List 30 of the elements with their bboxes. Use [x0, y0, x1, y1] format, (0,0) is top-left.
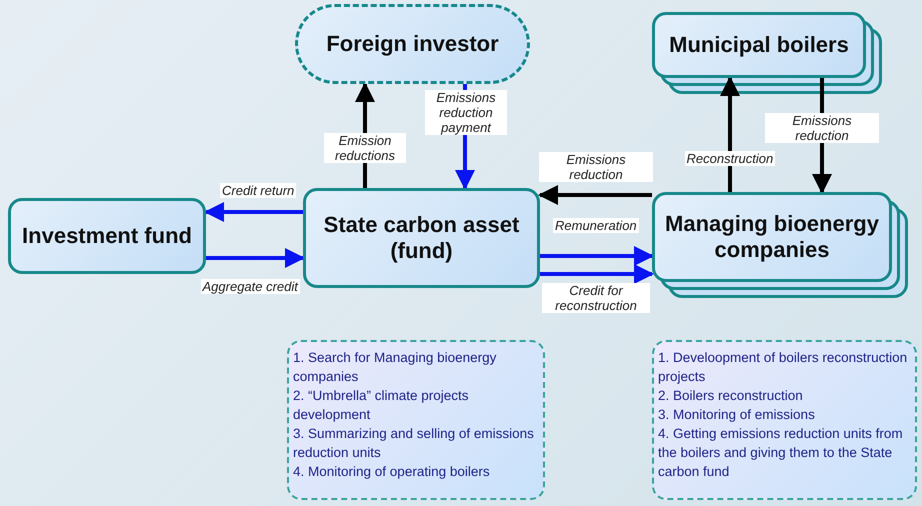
fund-node: Investment fund [8, 198, 206, 274]
edge-label: Emission reductions [324, 133, 406, 163]
note-text: 1. Search for Managing bioenergy companies [293, 349, 498, 386]
edge-label: Emissions reduction [539, 152, 653, 182]
edge-label: Emissions reduction [765, 113, 879, 143]
arrow [540, 246, 654, 266]
note-text: 2. “Umbrella” climate projects development [293, 387, 470, 424]
edge-label: Aggregate credit [200, 278, 300, 294]
companies-node: Managing bioenergy companies [652, 192, 892, 282]
arrow [540, 264, 654, 284]
note-text: 2. Boilers reconstruction [658, 387, 803, 405]
notes-panel [652, 340, 917, 500]
asset-node: State carbon asset (fund) [303, 188, 540, 288]
notes-panel [287, 340, 545, 500]
edge-label: Reconstruction [684, 150, 776, 166]
edge-label: Credit return [220, 182, 296, 198]
arrow [206, 248, 305, 268]
investor-node: Foreign investor [295, 4, 530, 84]
edge-label: Remuneration [553, 218, 639, 232]
note-text: 4. Getting emissions reduction units from the boilers and giving them to the State carbon fund [658, 425, 904, 481]
edge-label: Credit for reconstruction [542, 283, 650, 313]
note-text: 4. Monitoring of operating boilers [293, 463, 490, 481]
arrow [538, 185, 652, 205]
arrow [720, 76, 740, 192]
arrow [204, 202, 303, 222]
boilers-node: Municipal boilers [652, 12, 866, 78]
note-text: 3. Summarizing and selling of emissions reduction units [293, 425, 535, 462]
edge-label: Emissions reduction payment [425, 90, 507, 134]
note-text: 3. Monitoring of emissions [658, 406, 815, 424]
note-text: 1. Develoopment of boilers reconstruction projects [658, 349, 908, 386]
